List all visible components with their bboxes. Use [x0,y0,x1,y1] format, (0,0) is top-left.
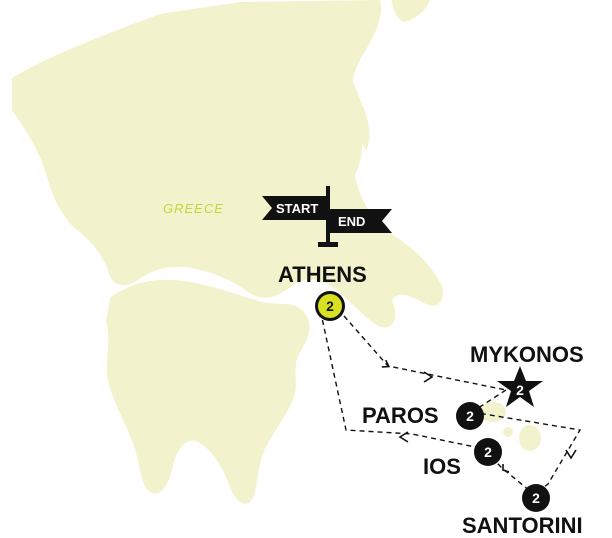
stop-mykonos: MYKONOS 2 [470,342,584,407]
athens-marker-inner [318,294,342,318]
ios-marker [474,438,502,466]
island-paros [480,402,506,422]
santorini-label: SANTORINI [462,513,583,538]
island-northeast [392,0,430,22]
start-flag-label: START [276,201,318,216]
stop-santorini: 2 SANTORINI [462,484,583,538]
athens-label: ATHENS [278,262,367,287]
stop-ios: IOS 2 [423,438,502,479]
mykonos-nights: 2 [516,382,524,398]
paros-marker [456,402,484,430]
arrow-to-athens [398,431,409,443]
land-layer [12,0,541,504]
arrow-to-ios [502,464,510,473]
ios-nights: 2 [484,444,492,460]
arrow-to-santorini [565,449,577,460]
route-mykonos-paros [471,389,507,413]
ios-label: IOS [423,454,461,479]
route-arrows [398,371,577,473]
route-ios-athens [321,317,481,449]
island-naxos [519,425,541,451]
country-label: GREECE [163,201,224,216]
start-end-flag: START END [262,186,392,247]
euboea [299,26,370,151]
paros-nights: 2 [466,408,474,424]
start-flag-shape [262,196,326,220]
mykonos-label: MYKONOS [470,342,584,367]
end-flag-label: END [338,214,365,229]
stop-paros: PAROS 2 [362,402,484,430]
arrow-to-mykonos [423,371,434,383]
route-paros-santorini [471,411,582,491]
peloponnese [106,279,310,504]
paros-label: PAROS [362,403,439,428]
mykonos-star-marker [497,366,543,407]
mainland-greece [12,0,444,328]
end-flag-shape [330,209,392,233]
stop-athens: ATHENS 2 [278,262,367,321]
island-small [503,427,513,437]
santorini-marker [522,484,550,512]
flag-pole [326,186,330,244]
athens-nights: 2 [326,298,334,314]
route-athens-mykonos [343,315,507,391]
santorini-nights: 2 [532,490,540,506]
flag-base [318,242,338,247]
